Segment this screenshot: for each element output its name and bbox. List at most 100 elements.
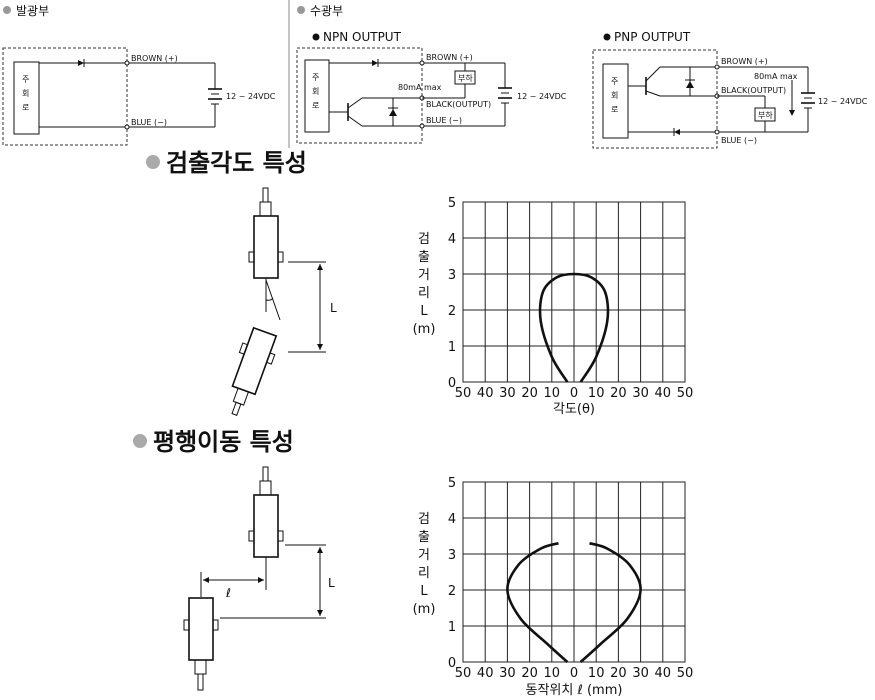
offset-l-label: ℓ [225, 586, 231, 600]
main-char-3: 로 [22, 103, 29, 112]
sensor-connector [259, 480, 272, 496]
pnp-title: PNP OUTPUT [614, 30, 691, 44]
emitter-supply-label: 12 ~ 24VDC [226, 92, 276, 101]
x-tick-label: 40 [477, 386, 494, 401]
sensor-connector [194, 659, 207, 675]
pnp-blue-label: BLUE (−) [721, 136, 757, 145]
terminal-icon [124, 60, 130, 66]
terminal-icon [714, 129, 720, 135]
sensor-lens [183, 619, 190, 631]
y-axis-label-char: 리 [418, 286, 430, 301]
x-tick-label: 30 [499, 666, 516, 681]
y-tick-label: 5 [448, 476, 456, 491]
pnp-brown-label: BROWN (+) [721, 57, 768, 66]
detection-curve [579, 541, 642, 663]
distance-L-label: L [330, 301, 337, 315]
y-axis-label-char: 출 [418, 250, 430, 265]
main-char-2: 회 [22, 89, 29, 98]
y-axis-label-char: 리 [418, 566, 430, 581]
x-tick-label: 50 [455, 666, 472, 681]
y-axis-label-char: (m) [413, 322, 436, 337]
x-tick-label: 10 [588, 666, 605, 681]
y-tick-label: 0 [448, 656, 456, 671]
main-char-3: 로 [611, 105, 618, 114]
section2-title: 평행이동 특성 [153, 428, 294, 456]
npn-load-label: 부하 [458, 73, 473, 83]
y-axis-label-char: 거 [418, 548, 430, 563]
bullet-icon [603, 33, 611, 41]
sensor-lens [277, 251, 284, 263]
terminal-icon [419, 123, 425, 129]
bullet-icon [146, 155, 160, 169]
y-tick-label: 4 [448, 512, 456, 527]
npn-brown-label: BROWN (+) [426, 53, 473, 62]
x-tick-label: 40 [655, 666, 672, 681]
x-tick-label: 20 [610, 386, 627, 401]
x-tick-label: 30 [499, 386, 516, 401]
x-tick-label: 30 [632, 666, 649, 681]
arrow-head-icon [789, 110, 795, 116]
y-tick-label: 4 [448, 232, 456, 247]
lower-sensor-icon [231, 326, 278, 416]
lower-sensor-icon [188, 597, 214, 661]
receiver-label: 수광부 [310, 4, 343, 18]
lower-sensor-body [231, 326, 278, 396]
y-axis-label-char: 출 [418, 530, 430, 545]
emitter-main-circuit-box [13, 61, 40, 135]
terminal-icon [124, 124, 130, 130]
sensor-cable-icon [231, 401, 242, 416]
arrow-head-icon [258, 577, 264, 583]
emitter-label: 발광부 [16, 4, 49, 18]
sensor-lens [277, 530, 284, 542]
y-tick-label: 1 [448, 620, 456, 635]
pnp-main-circuit-box [602, 63, 629, 139]
emitter-header: 발광부 [3, 4, 49, 18]
y-tick-label: 3 [448, 268, 456, 283]
distance-L-label: L [328, 576, 335, 590]
sensor-cable-icon [262, 466, 269, 482]
arrow-head-icon [317, 264, 323, 270]
sensor-lens [248, 251, 255, 263]
angle-diagram: L [231, 187, 337, 416]
main-char-2: 회 [312, 87, 319, 96]
bullet-icon [3, 6, 11, 14]
npn-supply-label: 12 ~ 24VDC [517, 92, 567, 101]
x-tick-label: 50 [677, 666, 694, 681]
x-axis-label: 동작위치 ℓ (mm) [526, 683, 623, 698]
y-tick-label: 2 [448, 584, 456, 599]
x-tick-label: 50 [677, 386, 694, 401]
x-tick-label: 20 [521, 386, 538, 401]
x-tick-label: 30 [632, 386, 649, 401]
x-tick-label: 50 [455, 386, 472, 401]
bullet-icon [297, 6, 305, 14]
sensor-connector [259, 201, 272, 217]
y-axis-label-char: 검 [418, 512, 430, 527]
emitter-brown-label: BROWN (+) [131, 54, 178, 63]
x-tick-label: 20 [521, 666, 538, 681]
x-axis-label: 각도(θ) [553, 402, 595, 417]
y-tick-label: 2 [448, 304, 456, 319]
parallel-diagram: ℓ L [183, 466, 335, 691]
sensor-lens [238, 342, 249, 355]
y-tick-label: 0 [448, 376, 456, 391]
main-char-3: 로 [312, 101, 319, 110]
npn-max-label: 80mA max [398, 83, 442, 92]
sensor-lens [248, 530, 255, 542]
sensor-lens [266, 352, 276, 365]
y-tick-label: 1 [448, 340, 456, 355]
main-char-1: 주 [312, 73, 319, 82]
bullet-icon [133, 434, 147, 448]
npn-black-label: BLACK(OUTPUT) [426, 100, 491, 109]
x-tick-label: 0 [570, 386, 578, 401]
detection-curve [506, 541, 569, 663]
plot-frame [462, 201, 686, 383]
upper-sensor-icon [253, 494, 279, 558]
pnp-black-label: BLACK(OUTPUT) [721, 86, 786, 95]
